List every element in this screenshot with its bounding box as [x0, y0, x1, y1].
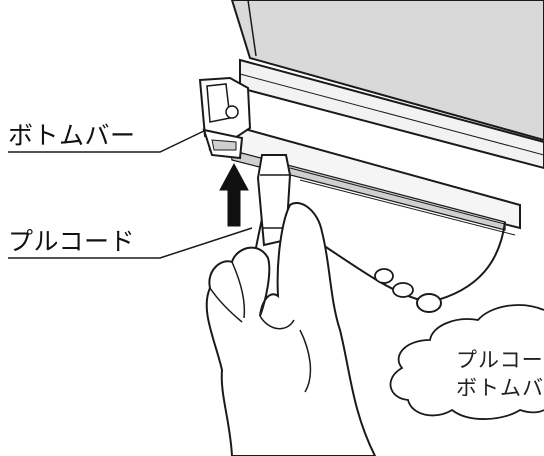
- pull-cord-leader: [8, 227, 253, 259]
- cord-bead: [416, 293, 442, 313]
- pull-cord: [249, 154, 506, 324]
- thought-bubble: [374, 268, 544, 420]
- callout-lines: [8, 129, 253, 259]
- blind-top-face: [230, 0, 544, 142]
- blind-body: [230, 0, 544, 170]
- pull-cord-label: プルコード: [8, 227, 136, 256]
- bottom-bar-leader: [8, 129, 207, 153]
- bracket-clip: [198, 76, 252, 160]
- bottom-bar-label: ボトムバー: [8, 121, 136, 150]
- up-arrow-icon: [219, 162, 249, 227]
- hand-outline: [205, 202, 377, 456]
- hand: [205, 202, 377, 456]
- bubble-text-line1: プルコー: [456, 348, 544, 372]
- bottom-bar: [203, 116, 521, 236]
- bubble-cloud: [389, 304, 544, 420]
- bubble-text-line2: ボトムバ: [456, 376, 544, 400]
